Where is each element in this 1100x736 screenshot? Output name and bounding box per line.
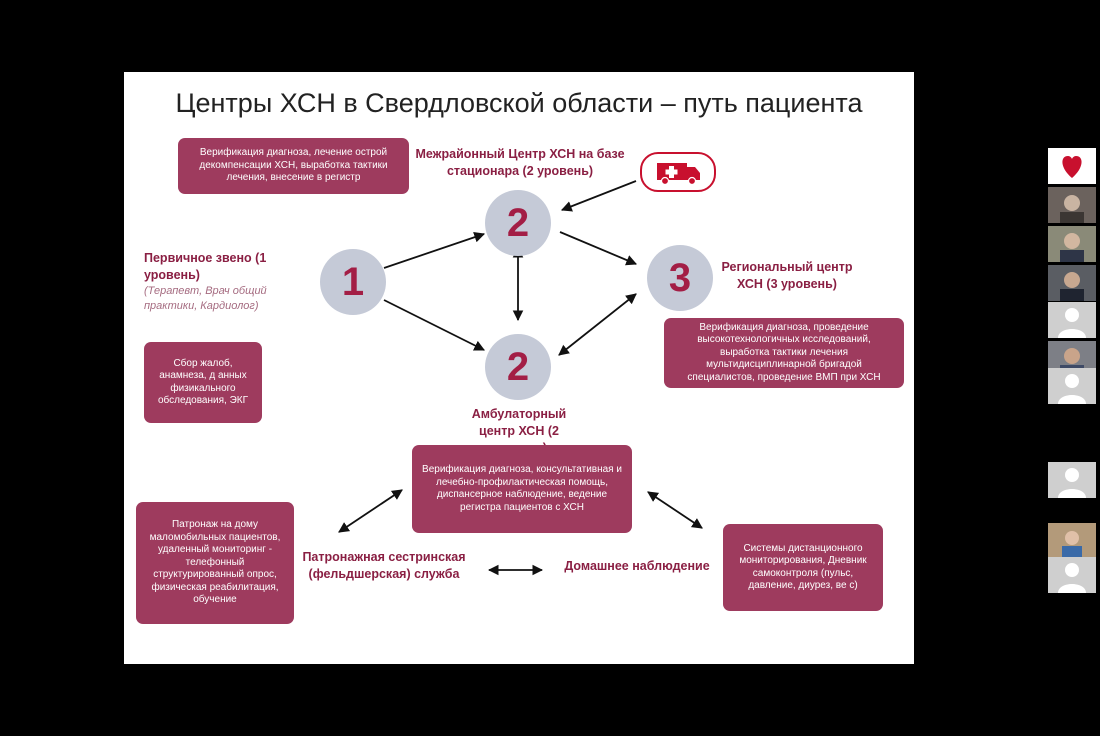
user-avatar-icon xyxy=(1058,563,1086,593)
arrow-ambulance-to-2top xyxy=(560,180,637,212)
participant-thumb-avatar[interactable] xyxy=(1048,302,1096,338)
participant-video-icon xyxy=(1060,195,1084,223)
arrow-2top-to-3 xyxy=(559,231,637,266)
participant-thumb-video[interactable] xyxy=(1048,187,1096,223)
box-patronage-actions: Патронаж на дому маломобильных пациентов… xyxy=(136,502,294,624)
participant-thumb-video[interactable] xyxy=(1048,226,1096,262)
box-ambulatory-actions: Верификация диагноза, консультативная и … xyxy=(412,445,632,533)
participant-video-icon xyxy=(1062,531,1082,559)
slide-title: Центры ХСН в Свердловской области – путь… xyxy=(175,88,863,118)
label-primary-title: Первичное звено (1 уровень) xyxy=(144,251,267,282)
label-patronage-service: Патронажная сестринская (фельдшерская) с… xyxy=(302,550,466,581)
participant-thumb-video[interactable] xyxy=(1048,265,1096,301)
label-primary-level: Первичное звено (1 уровень) (Терапевт, В… xyxy=(144,250,268,313)
arrow-2bottom-3 xyxy=(558,293,637,356)
box-primary-collect: Сбор жалоб, анамнеза, д анных физикально… xyxy=(144,342,262,423)
arrow-ambulatory-remote xyxy=(647,491,703,529)
user-avatar-icon xyxy=(1058,308,1086,338)
arrow-1-to-2bottom xyxy=(383,299,485,351)
label-interdistrict-center: Межрайонный Центр ХСН на базе стационара… xyxy=(415,147,625,178)
box-regional-actions: Верификация диагноза, проведение высокот… xyxy=(664,318,904,388)
label-primary-sub: (Терапевт, Врач общий практики, Кардиоло… xyxy=(144,284,267,312)
participant-thumb-avatar[interactable] xyxy=(1048,462,1096,498)
slide: Центры ХСН в Свердловской области – путь… xyxy=(124,72,914,664)
user-avatar-icon xyxy=(1058,468,1086,498)
user-avatar-icon xyxy=(1058,374,1086,404)
participant-thumb-video[interactable] xyxy=(1048,523,1096,559)
arrow-ambulatory-patronage xyxy=(338,489,403,533)
participant-thumb-logo[interactable] xyxy=(1048,148,1096,184)
participant-thumb-avatar[interactable] xyxy=(1048,368,1096,404)
label-regional-center: Региональный центр ХСН (3 уровень) xyxy=(721,260,853,291)
label-home-observation: Домашнее наблюдение xyxy=(564,559,710,573)
arrows-layer xyxy=(338,180,703,576)
heart-logo-icon xyxy=(1062,156,1082,178)
node-level-2-top: 2 xyxy=(485,190,551,256)
participant-video-icon xyxy=(1060,233,1084,262)
node-level-3: 3 xyxy=(647,245,713,311)
node-level-2-bottom: 2 xyxy=(485,334,551,400)
participant-thumb-avatar[interactable] xyxy=(1048,557,1096,593)
participant-video-icon xyxy=(1060,272,1084,301)
box-remote-monitoring: Системы дистанционного мониторирования, … xyxy=(723,524,883,611)
box-stationary-actions: Верификация диагноза, лечение острой дек… xyxy=(178,138,409,194)
node-level-1: 1 xyxy=(320,249,386,315)
ambulance-icon xyxy=(640,152,716,192)
arrow-1-to-2top xyxy=(383,232,486,269)
